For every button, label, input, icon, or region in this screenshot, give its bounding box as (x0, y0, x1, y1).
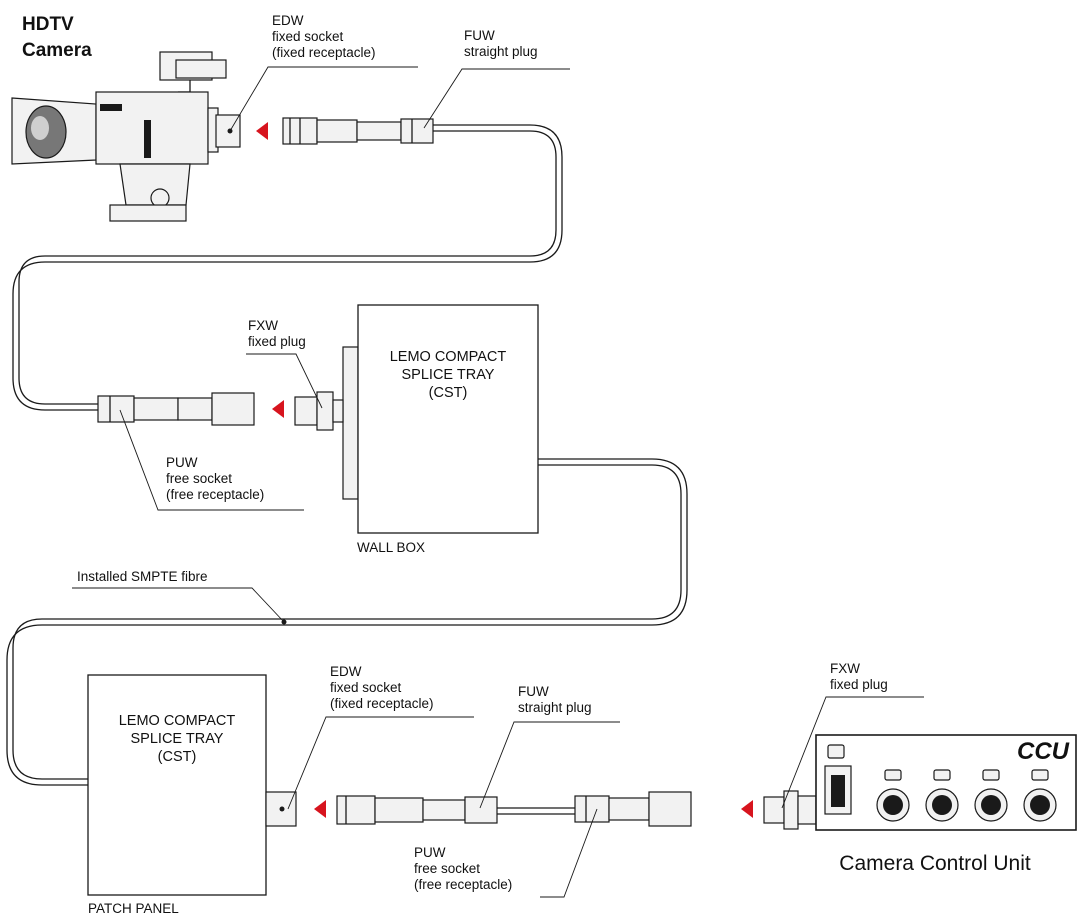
wall-fxw-desc1: fixed plug (248, 334, 306, 349)
cable-patch-to-ccu (497, 807, 575, 815)
top-edw-desc2: (fixed receptacle) (272, 45, 376, 60)
wallbox-tray-line2: SPLICE TRAY (402, 367, 495, 383)
wall-puw-free-socket (97, 392, 255, 426)
wallbox-tray-line3: (CST) (429, 385, 468, 401)
bottom-puw-desc1: free socket (414, 861, 480, 876)
patch-panel: LEMO COMPACT SPLICE TRAY (CST) PATCH PAN… (87, 674, 297, 916)
bottom-fuw-plug (336, 795, 498, 825)
wall-fxw-name: FXW (248, 318, 278, 333)
bottom-edw-name: EDW (330, 664, 362, 679)
insert-arrow-camera (256, 122, 268, 140)
ccu-fxw-plug (763, 790, 817, 830)
label-top-edw: EDW fixed socket (fixed receptacle) (229, 13, 418, 132)
top-fuw-plug (282, 117, 434, 145)
wallbox-fxw-plug (294, 391, 344, 431)
label-wall-fxw: FXW fixed plug (246, 318, 323, 409)
wall-puw-name: PUW (166, 455, 198, 470)
camera-body (95, 91, 209, 165)
cable-camera-to-wallbox (12, 124, 563, 411)
label-wall-puw: PUW free socket (free receptacle) (119, 409, 304, 511)
bottom-puw-name: PUW (414, 845, 446, 860)
wallbox-caption: WALL BOX (357, 540, 425, 555)
wallbox-tray-line1: LEMO COMPACT (390, 349, 507, 365)
label-fibre: Installed SMPTE fibre (72, 569, 285, 623)
label-bottom-edw: EDW fixed socket (fixed receptacle) (287, 664, 474, 810)
label-bottom-puw: PUW free socket (free receptacle) (414, 808, 598, 898)
top-fuw-name: FUW (464, 28, 495, 43)
bottom-puw-desc2: (free receptacle) (414, 877, 512, 892)
camera-title-line2: Camera (22, 40, 92, 61)
bottom-fuw-name: FUW (518, 684, 549, 699)
patch-panel-tray (87, 674, 267, 896)
label-top-fuw: FUW straight plug (423, 28, 570, 129)
top-fuw-desc1: straight plug (464, 44, 538, 59)
top-edw-name: EDW (272, 13, 304, 28)
bottom-puw-free-socket (574, 791, 692, 827)
camera-title-line1: HDTV (22, 14, 74, 35)
patch-tray-line3: (CST) (158, 749, 197, 765)
top-edw-desc1: fixed socket (272, 29, 344, 44)
camera-control-unit: CCU Camera Control Unit (815, 734, 1077, 875)
hdtv-camera: HDTV Camera (11, 14, 241, 222)
ccu-logo: CCU (1017, 738, 1070, 765)
fibre-label: Installed SMPTE fibre (77, 569, 208, 584)
patch-tray-line1: LEMO COMPACT (119, 713, 236, 729)
wall-puw-desc2: (free receptacle) (166, 487, 264, 502)
insert-arrow-wallbox (272, 400, 284, 418)
wallbox-flange (342, 346, 359, 500)
ccu-fxw-name: FXW (830, 661, 860, 676)
bottom-edw-desc1: fixed socket (330, 680, 402, 695)
wallbox-tray (357, 304, 539, 534)
label-ccu-fxw: FXW fixed plug (781, 661, 924, 809)
label-bottom-fuw: FUW straight plug (479, 684, 620, 809)
ccu-caption: Camera Control Unit (839, 852, 1031, 875)
bottom-edw-desc2: (fixed receptacle) (330, 696, 434, 711)
bottom-fuw-desc1: straight plug (518, 700, 592, 715)
insert-arrow-ccu (741, 800, 753, 818)
insert-arrow-patch (314, 800, 326, 818)
ccu-fxw-desc1: fixed plug (830, 677, 888, 692)
patch-panel-caption: PATCH PANEL (88, 901, 179, 916)
wall-puw-desc1: free socket (166, 471, 232, 486)
wallbox: LEMO COMPACT SPLICE TRAY (CST) WALL BOX (342, 304, 539, 555)
patch-tray-line2: SPLICE TRAY (131, 731, 224, 747)
